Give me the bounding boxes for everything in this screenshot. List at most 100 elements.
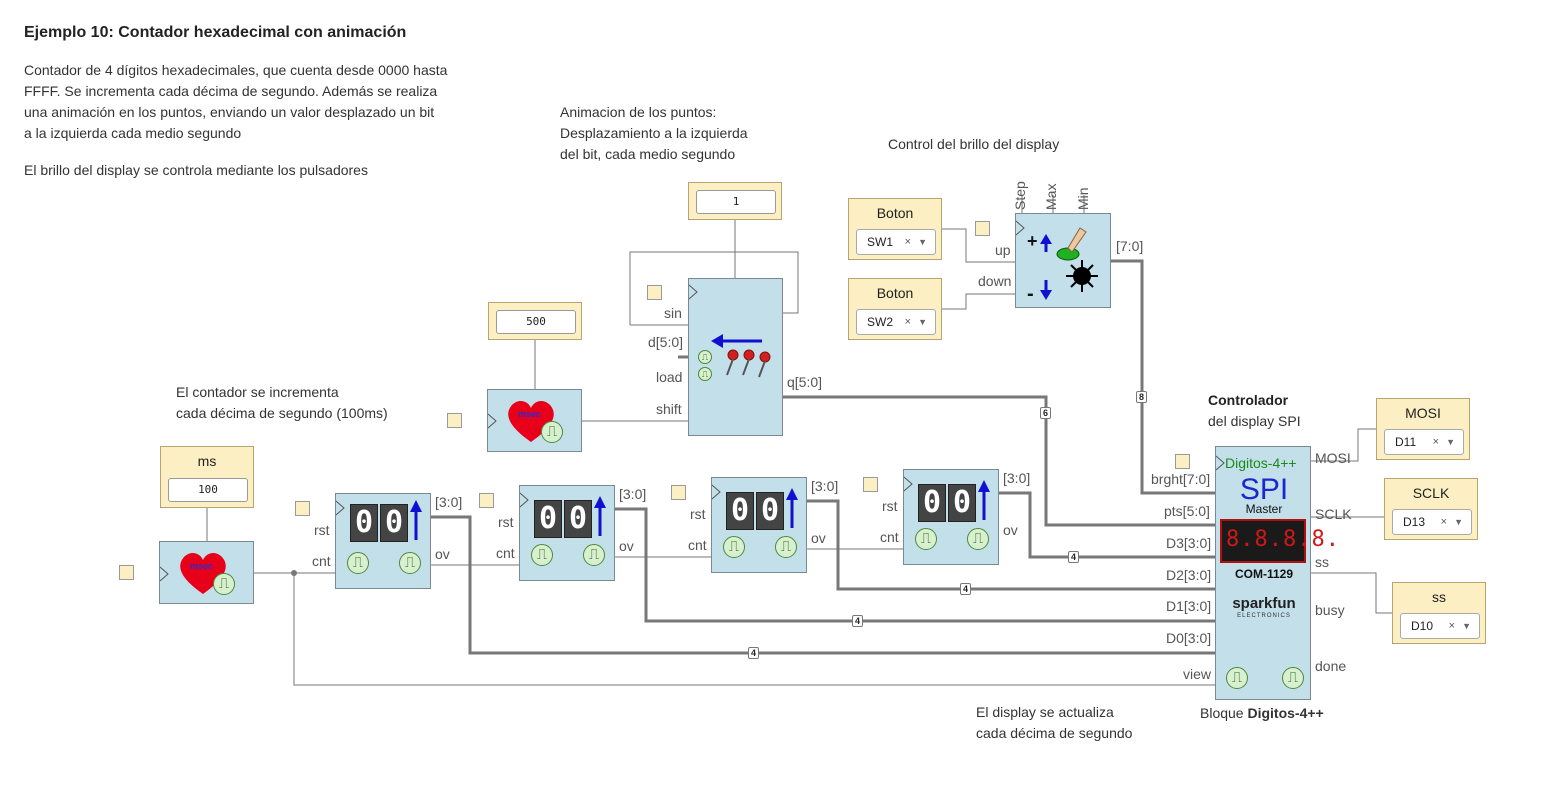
output-mosi-block[interactable]: MOSI D11×▼: [1376, 398, 1470, 460]
output-pin-select[interactable]: D11×▼: [1384, 429, 1464, 455]
pin-bits: [3:0]: [435, 494, 463, 510]
digitos-block[interactable]: Digitos-4++ SPI Master 8.8.8.8. COM-1129…: [1215, 446, 1339, 700]
pin-d3: D3[3:0]: [1166, 535, 1212, 551]
bus-wire: [999, 491, 1215, 559]
pushpin-icon: [726, 349, 771, 378]
pin-view: view: [1183, 666, 1212, 682]
description-line: Contador de 4 dígitos hexadecimales, que…: [24, 62, 448, 78]
pin-down: down: [978, 273, 1012, 289]
pin-up: up: [995, 242, 1011, 258]
heart-icon: [159, 553, 226, 594]
pin-cnt: cnt: [312, 553, 331, 569]
clock-input-box[interactable]: [119, 565, 134, 580]
chevron-down-icon[interactable]: ▼: [918, 237, 927, 247]
clear-icon[interactable]: ×: [1440, 516, 1447, 528]
clock-input-box[interactable]: [479, 493, 494, 508]
shift-register-block[interactable]: ⎍ ⎍: [688, 278, 783, 436]
button-pin-select[interactable]: SW1 × ▼: [856, 229, 936, 255]
pin-ov: ov: [619, 538, 634, 554]
heartbeat-100-block[interactable]: msec ⎍: [159, 541, 254, 604]
pin-ov: ov: [1003, 522, 1018, 538]
button-label: Boton: [876, 285, 914, 301]
chevron-down-icon[interactable]: ▼: [1446, 437, 1455, 447]
clock-input-box[interactable]: [1175, 454, 1190, 469]
constant-one-block[interactable]: 1: [688, 182, 782, 220]
clear-icon[interactable]: ×: [904, 236, 911, 248]
note-animation: Desplazamiento a la izquierda: [560, 125, 748, 141]
counter-block-3[interactable]: 0 0 ⎍ ⎍: [903, 469, 999, 565]
description-brightness: El brillo del display se controla median…: [24, 162, 368, 178]
note-controller: del display SPI: [1208, 413, 1301, 429]
clock-input-box[interactable]: [671, 485, 686, 500]
chevron-down-icon[interactable]: ▼: [1454, 517, 1463, 527]
heart-label: msec: [190, 561, 214, 571]
pin-done: done: [1315, 658, 1347, 674]
pin-d0: D0[3:0]: [1166, 630, 1212, 646]
counter-digit: 0: [380, 504, 408, 542]
counter-digit: 0: [350, 504, 378, 542]
clear-icon[interactable]: ×: [1432, 436, 1439, 448]
chevron-down-icon[interactable]: ▼: [1462, 621, 1471, 631]
clock-icon: ⎍: [967, 528, 989, 550]
pin-q: q[5:0]: [787, 374, 823, 390]
constant-ms-block[interactable]: ms 100: [160, 446, 254, 508]
note-animation: Animacion de los puntos:: [560, 104, 717, 120]
spi-label: SPI: [1239, 473, 1289, 506]
button-pin-value: SW1: [867, 235, 894, 249]
note-brightness: Control del brillo del display: [888, 136, 1060, 152]
pin-cnt: cnt: [880, 529, 899, 545]
button-pin-select[interactable]: SW2 × ▼: [856, 309, 936, 335]
clock-input-box[interactable]: [447, 413, 462, 428]
button-pin-value: SW2: [867, 315, 894, 329]
chevron-down-icon[interactable]: ▼: [918, 317, 927, 327]
heartbeat-500-block[interactable]: msec ⎍: [487, 389, 582, 452]
bus-width-label: 6: [1040, 407, 1052, 419]
wire: [1311, 572, 1392, 614]
counter-block-1[interactable]: 0 0 ⎍ ⎍: [519, 485, 615, 581]
clock-icon: ⎍: [347, 552, 369, 574]
counter-block-0[interactable]: 0 0 ⎍ ⎍: [335, 493, 431, 589]
bus-wire: [431, 515, 1215, 655]
heart-label: msec: [518, 409, 542, 419]
clock-input-box[interactable]: [975, 221, 990, 236]
counter-digit: 0: [534, 500, 562, 538]
pin-bits: [3:0]: [1003, 470, 1031, 486]
bus-width-label: 4: [960, 583, 972, 595]
svg-text:-: -: [1027, 283, 1034, 305]
constant-one-input[interactable]: 1: [696, 190, 776, 214]
output-pin-select[interactable]: D13×▼: [1392, 509, 1472, 535]
pin-sin: sin: [664, 305, 682, 321]
output-sclk-block[interactable]: SCLK D13×▼: [1384, 478, 1478, 540]
button-sw1-block[interactable]: Boton SW1×▼: [848, 198, 942, 260]
clear-icon[interactable]: ×: [904, 316, 911, 328]
sun-icon: [1066, 260, 1098, 292]
brightness-control-block[interactable]: + -: [1015, 213, 1111, 308]
constant-ms-label: ms: [197, 453, 217, 469]
clock-input-box[interactable]: [295, 501, 310, 516]
button-sw2-block[interactable]: Boton SW2 × ▼: [848, 278, 942, 340]
pin-ss: ss: [1315, 554, 1329, 570]
clock-icon: ⎍: [915, 528, 937, 550]
clock-input-box[interactable]: [863, 477, 878, 492]
counter-block-2[interactable]: 0 0 ⎍ ⎍: [711, 477, 807, 573]
clear-icon[interactable]: ×: [1448, 620, 1455, 632]
pin-ov: ov: [811, 530, 826, 546]
pin-mosi: MOSI: [1315, 450, 1351, 466]
description-line: una animación en los puntos, enviando un…: [24, 104, 435, 120]
pin-rst: rst: [314, 522, 330, 538]
wire: [942, 293, 1015, 310]
counter-digit: 0: [948, 484, 976, 522]
constant-500-block[interactable]: 500: [488, 302, 582, 340]
brightness-graphic: + -: [1015, 220, 1098, 305]
clock-input-box[interactable]: [647, 285, 662, 300]
constant-500-input[interactable]: 500: [496, 310, 576, 334]
output-ss-block[interactable]: ss D10×▼: [1392, 582, 1486, 644]
pin-rst: rst: [882, 498, 898, 514]
output-pin-select[interactable]: D10×▼: [1400, 613, 1480, 639]
pin-max: Max: [1043, 183, 1059, 210]
master-label: Master: [1245, 502, 1283, 516]
pin-rst: rst: [690, 506, 706, 522]
counter-digit: 0: [756, 492, 784, 530]
output-label: MOSI: [1405, 405, 1441, 421]
constant-ms-input[interactable]: 100: [168, 478, 248, 502]
